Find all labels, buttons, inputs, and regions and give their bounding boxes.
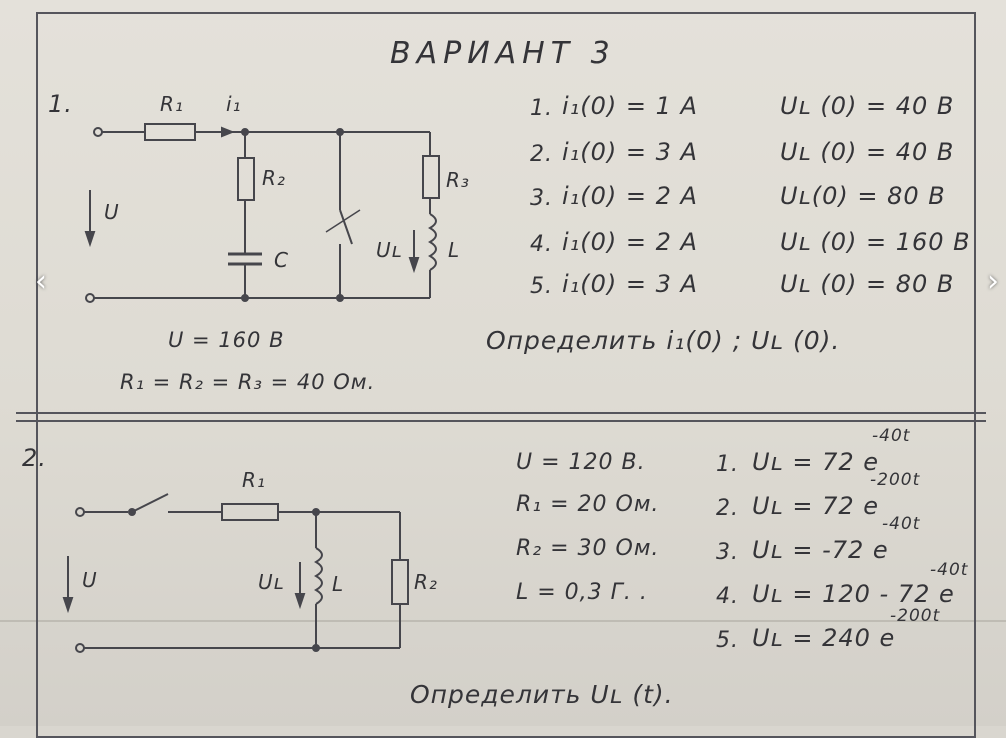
p1-variant-3-i: i₁(0) = 2 А bbox=[562, 182, 698, 210]
next-image-icon[interactable]: › bbox=[987, 264, 999, 299]
p1-label-r2: R₂ bbox=[262, 166, 286, 190]
p2-variant-3-num: 3. bbox=[716, 540, 739, 565]
p2-variant-5-num: 5. bbox=[716, 628, 739, 653]
p2-resistor-r1 bbox=[221, 503, 279, 521]
p1-variant-2-i: i₁(0) = 3 А bbox=[562, 138, 698, 166]
p2-variant-5-exp: -200t bbox=[890, 606, 941, 626]
p2-variant-1-text: Uʟ = 72 e bbox=[752, 448, 880, 476]
p2-variant-3-text: Uʟ = -72 e bbox=[752, 536, 889, 564]
p2-variant-3-exp: -40t bbox=[882, 514, 921, 534]
p2-label-l: L bbox=[332, 572, 345, 596]
p1-label-c: C bbox=[274, 248, 289, 272]
section-divider-top bbox=[16, 412, 986, 414]
p2-task: Определить Uʟ (t). bbox=[410, 680, 674, 709]
problem1-number: 1. bbox=[48, 90, 73, 118]
p1-label-u: U bbox=[104, 200, 120, 224]
p1-label-l: L bbox=[448, 238, 461, 262]
p2-given-u: U = 120 В. bbox=[516, 450, 646, 475]
page-title: ВАРИАНТ 3 bbox=[390, 36, 616, 71]
p1-variant-2-num: 2. bbox=[530, 142, 553, 167]
p2-given-l: L = 0,3 Г. . bbox=[516, 580, 648, 605]
p2-given-r1: R₁ = 20 Ом. bbox=[516, 492, 660, 517]
p1-variant-4-u: Uʟ (0) = 160 В bbox=[780, 228, 971, 256]
inductor-l bbox=[428, 213, 437, 271]
p1-label-r1: R₁ bbox=[160, 92, 184, 116]
p1-label-r3: R₃ bbox=[446, 168, 470, 192]
p1-variant-3-u: Uʟ(0) = 80 В bbox=[780, 182, 946, 210]
p1-label-i1: i₁ bbox=[226, 92, 242, 116]
p2-label-u: U bbox=[82, 568, 98, 592]
p2-variant-1-num: 1. bbox=[716, 452, 739, 477]
p1-given-r: R₁ = R₂ = R₃ = 40 Ом. bbox=[120, 370, 376, 394]
p2-resistor-r2 bbox=[391, 559, 409, 605]
p2-given-r2: R₂ = 30 Ом. bbox=[516, 536, 660, 561]
p2-variant-5-text: Uʟ = 240 e bbox=[752, 624, 896, 652]
p2-label-ul: Uʟ bbox=[258, 570, 285, 594]
p1-task: Определить i₁(0) ; Uʟ (0). bbox=[486, 326, 841, 355]
p1-variant-1-num: 1. bbox=[530, 96, 553, 121]
p1-variant-5-i: i₁(0) = 3 А bbox=[562, 270, 698, 298]
p1-given-u: U = 160 В bbox=[168, 328, 285, 352]
p1-label-ul: Uʟ bbox=[376, 238, 403, 262]
p1-variant-3-num: 3. bbox=[530, 186, 553, 211]
p1-variant-5-num: 5. bbox=[530, 274, 553, 299]
p1-variant-4-i: i₁(0) = 2 А bbox=[562, 228, 698, 256]
p2-variant-4-exp: -40t bbox=[930, 560, 969, 580]
paper-fold-line bbox=[0, 620, 1006, 622]
prev-image-icon[interactable]: ‹ bbox=[35, 264, 47, 299]
switch-blade bbox=[339, 209, 353, 245]
p2-label-r2: R₂ bbox=[414, 570, 438, 594]
section-divider-bottom bbox=[16, 420, 986, 422]
problem2-number: 2. bbox=[22, 444, 47, 472]
p2-switch-blade bbox=[131, 493, 169, 513]
p2-terminal-top bbox=[75, 507, 85, 517]
p2-inductor-l bbox=[314, 547, 323, 605]
p1-variant-1-i: i₁(0) = 1 А bbox=[562, 92, 698, 120]
p2-label-r1: R₁ bbox=[242, 468, 266, 492]
p1-variant-2-u: Uʟ (0) = 40 В bbox=[780, 138, 955, 166]
p2-variant-4-num: 4. bbox=[716, 584, 739, 609]
p1-variant-4-num: 4. bbox=[530, 232, 553, 257]
p2-variant-2-num: 2. bbox=[716, 496, 739, 521]
p2-variant-2-exp: -200t bbox=[870, 470, 921, 490]
p2-variant-4-text: Uʟ = 120 - 72 e bbox=[752, 580, 955, 608]
p2-variant-1-exp: -40t bbox=[872, 426, 911, 446]
p1-variant-1-u: Uʟ (0) = 40 В bbox=[780, 92, 955, 120]
p2-terminal-bottom bbox=[75, 643, 85, 653]
p1-variant-5-u: Uʟ (0) = 80 В bbox=[780, 270, 955, 298]
p2-variant-2-text: Uʟ = 72 e bbox=[752, 492, 880, 520]
